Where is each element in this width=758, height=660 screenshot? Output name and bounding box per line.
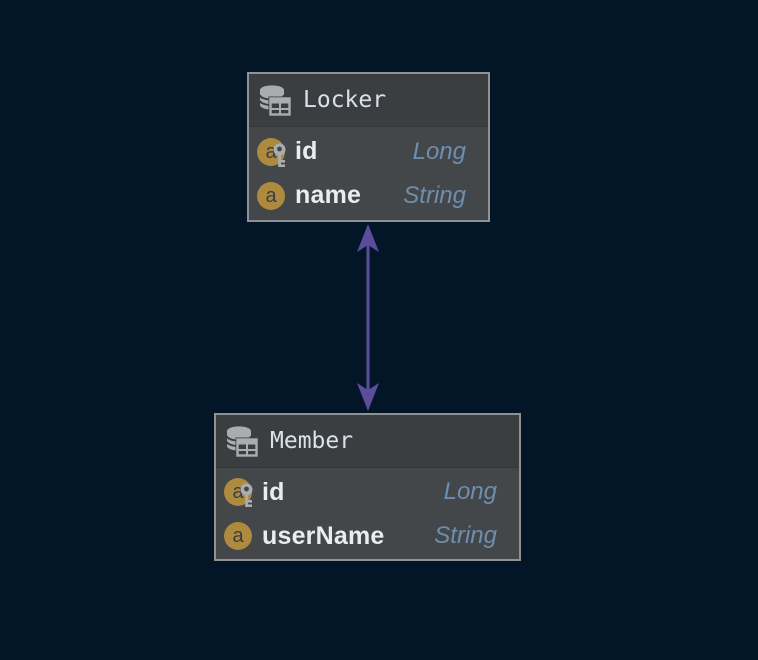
entity-body: a id Long a name String [249,127,488,220]
field-name: userName [262,521,385,550]
arrowhead-down-icon [357,383,379,411]
attribute-icon-wrap: a [224,521,254,551]
entity-header[interactable]: Member [216,415,519,468]
field-row-id[interactable]: a id Long [216,470,519,514]
entity-body: a id Long a userName String [216,468,519,560]
field-name: name [295,181,362,209]
entity-title: Locker [303,87,387,113]
attribute-key-icon: a [257,137,287,167]
entity-node-locker[interactable]: Locker a id Long a [247,72,490,222]
attribute-icon: a [224,522,252,550]
field-type: Long [443,478,497,505]
field-type: String [434,522,497,549]
primary-key-icon [240,483,253,507]
entity-header[interactable]: Locker [249,74,488,127]
database-table-icon [226,426,259,458]
field-row-username[interactable]: a userName String [216,514,519,558]
database-table-icon [259,85,292,117]
entity-node-member[interactable]: Member a id Long a [214,413,521,561]
attribute-icon: a [257,181,285,210]
field-row-name[interactable]: a name String [249,174,488,218]
field-row-id[interactable]: a id Long [249,130,488,174]
field-type: String [403,181,466,209]
arrowhead-up-icon [357,224,379,252]
entity-title: Member [270,428,354,454]
field-name: id [295,137,318,165]
attribute-key-icon: a [224,477,254,507]
field-type: Long [412,137,466,165]
primary-key-icon [273,143,286,167]
attribute-icon-wrap: a [257,181,287,211]
field-name: id [262,477,285,506]
